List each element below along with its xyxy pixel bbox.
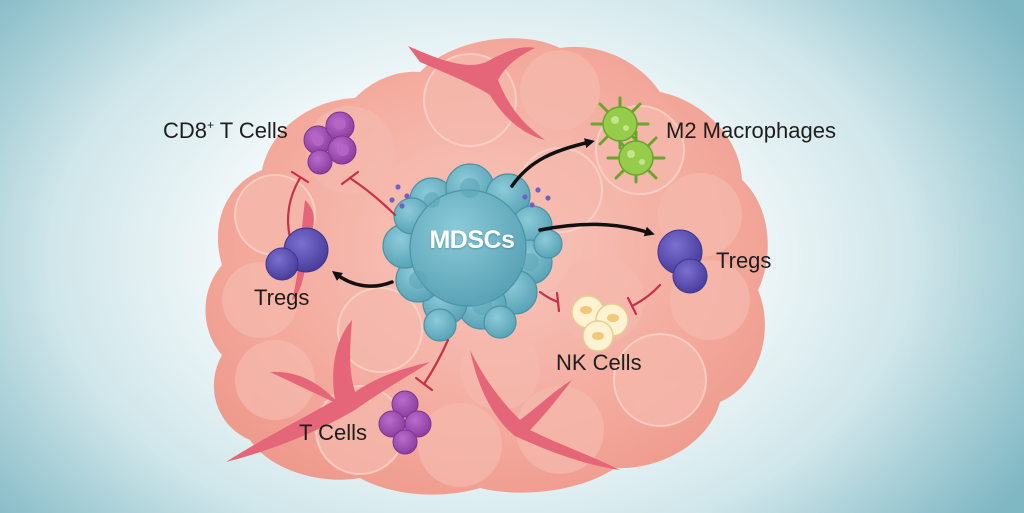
secreted-factors-right <box>522 187 551 208</box>
vessel-top <box>408 46 545 140</box>
cd8-t-cells-label: CD8+ T Cells <box>163 118 288 144</box>
cd8-superscript: + <box>207 118 215 132</box>
activation-arrows <box>331 138 655 288</box>
arrow-to-tregs-right <box>538 222 655 237</box>
tumor-lobe-highlights <box>234 53 707 475</box>
inhibition-lines <box>286 170 662 392</box>
inhibit-t-cells <box>414 338 450 392</box>
vessel-bottom-right <box>470 350 620 470</box>
inhibit-cd8-from-tregs <box>286 170 310 240</box>
inhibit-nk-from-tregs <box>626 283 662 316</box>
arrow-to-tregs-left <box>331 271 394 288</box>
m2-macrophages-cells <box>590 96 666 184</box>
nk-cells-label: NK Cells <box>556 350 642 375</box>
secreted-factors-left <box>389 184 410 209</box>
cd8-prefix: CD8 <box>163 118 208 143</box>
arrow-to-m2-macrophages <box>510 138 595 188</box>
inhibit-nk-from-mdsc <box>538 290 561 313</box>
cd8-suffix: T Cells <box>214 118 288 143</box>
mdscs-label: MDSCs <box>429 226 515 254</box>
inhibit-cd8-from-mdsc <box>340 170 397 217</box>
tregs-right-cells <box>657 229 708 294</box>
t-cells-bottom <box>378 390 432 455</box>
tregs-left-label: Tregs <box>254 285 310 310</box>
tregs-left-cells <box>265 227 329 281</box>
cd8-t-cells <box>303 111 357 175</box>
vessel-bottom-left-branch <box>270 371 340 405</box>
tregs-right-label: Tregs <box>716 248 772 273</box>
nk-cells <box>571 295 629 352</box>
t-cells-label: T Cells <box>299 420 368 445</box>
m2-macrophages-label: M2 Macrophages <box>666 118 836 143</box>
